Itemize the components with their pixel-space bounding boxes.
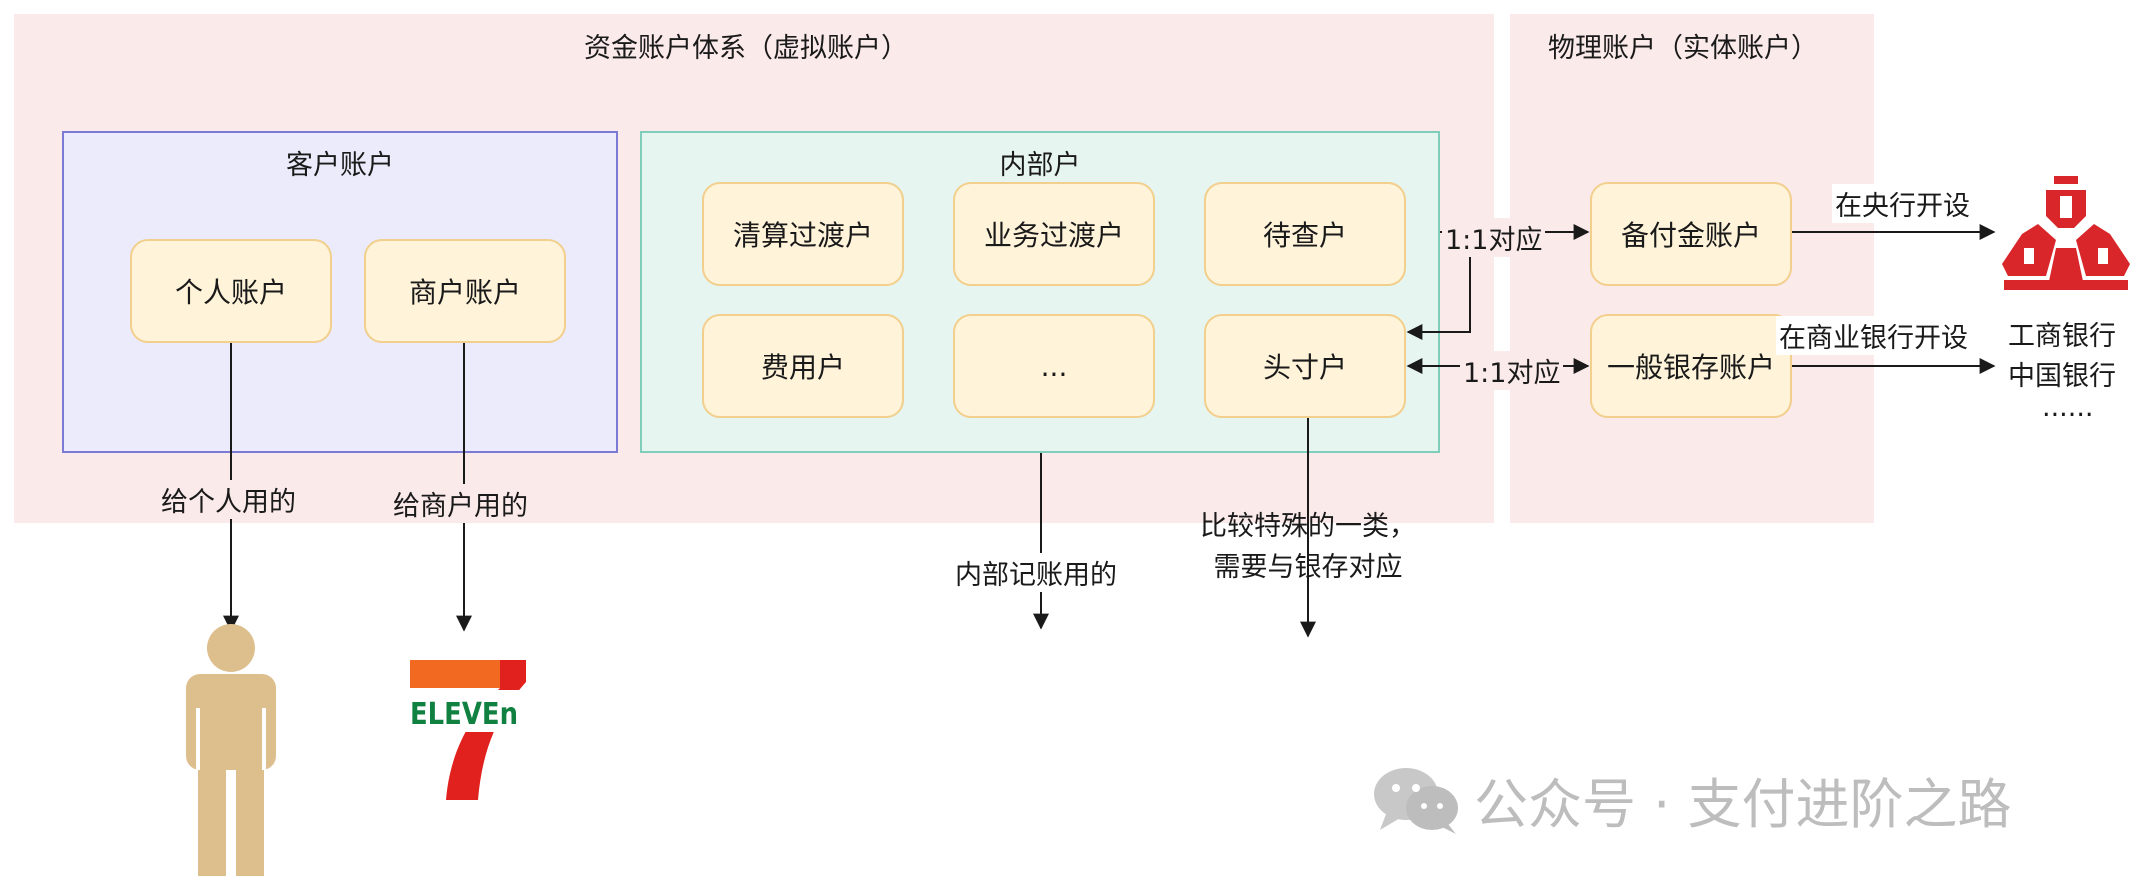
customer-group-title: 客户账户 [286, 150, 394, 181]
reserve-mapping-label: 1:1对应 [1442, 218, 1546, 257]
bank-icbc-label: 工商银行 [2008, 321, 2116, 352]
clearing-transit-account-node[interactable]: 清算过渡户 [702, 182, 904, 286]
person-icon [186, 624, 276, 876]
merchant-account-node[interactable]: 商户账户 [364, 239, 566, 343]
wechat-icon [1374, 767, 1458, 834]
bank-boc-label: 中国银行 [2008, 361, 2116, 392]
internal-bookkeeping-label: 内部记账用的 [952, 553, 1120, 592]
physical-region-title: 物理账户（实体账户） [1548, 33, 1818, 64]
pboc-logo-icon [2002, 176, 2130, 290]
virtual-region-title: 资金账户体系（虚拟账户） [584, 33, 908, 64]
pboc-opening-label: 在央行开设 [1832, 184, 1973, 223]
seven-eleven-logo: ELEVEn [410, 660, 526, 800]
position-account-node[interactable]: 头寸户 [1204, 314, 1406, 418]
seven-eleven-logo-orange-bar [410, 660, 500, 688]
personal-usage-label: 给个人用的 [158, 480, 299, 519]
merchant-usage-label: 给商户用的 [390, 484, 531, 523]
watermark-text: 公众号 · 支付进阶之路 [1474, 773, 2012, 836]
pending-investigation-account-node[interactable]: 待查户 [1204, 182, 1406, 286]
reserve-account-node[interactable]: 备付金账户 [1590, 182, 1792, 286]
general-bank-account-node[interactable]: 一般银存账户 [1590, 314, 1792, 418]
bank-mapping-label: 1:1对应 [1460, 351, 1564, 390]
reserve-to-position-edge [1406, 232, 1471, 340]
fee-account-node[interactable]: 费用户 [702, 314, 904, 418]
position-special-label: 比较特殊的一类， 需要与银存对应 [1200, 511, 1416, 583]
bank-more-label: ...... [2042, 392, 2094, 423]
seven-eleven-logo-text: ELEVEn [410, 697, 518, 732]
business-transit-account-node[interactable]: 业务过渡户 [953, 182, 1155, 286]
watermark: 公众号 · 支付进阶之路 [1372, 760, 2012, 839]
commercial-bank-opening-label: 在商业银行开设 [1776, 316, 1971, 355]
personal-account-node[interactable]: 个人账户 [130, 239, 332, 343]
more-accounts-node[interactable]: ... [953, 314, 1155, 418]
internal-group-title: 内部户 [999, 150, 1081, 181]
